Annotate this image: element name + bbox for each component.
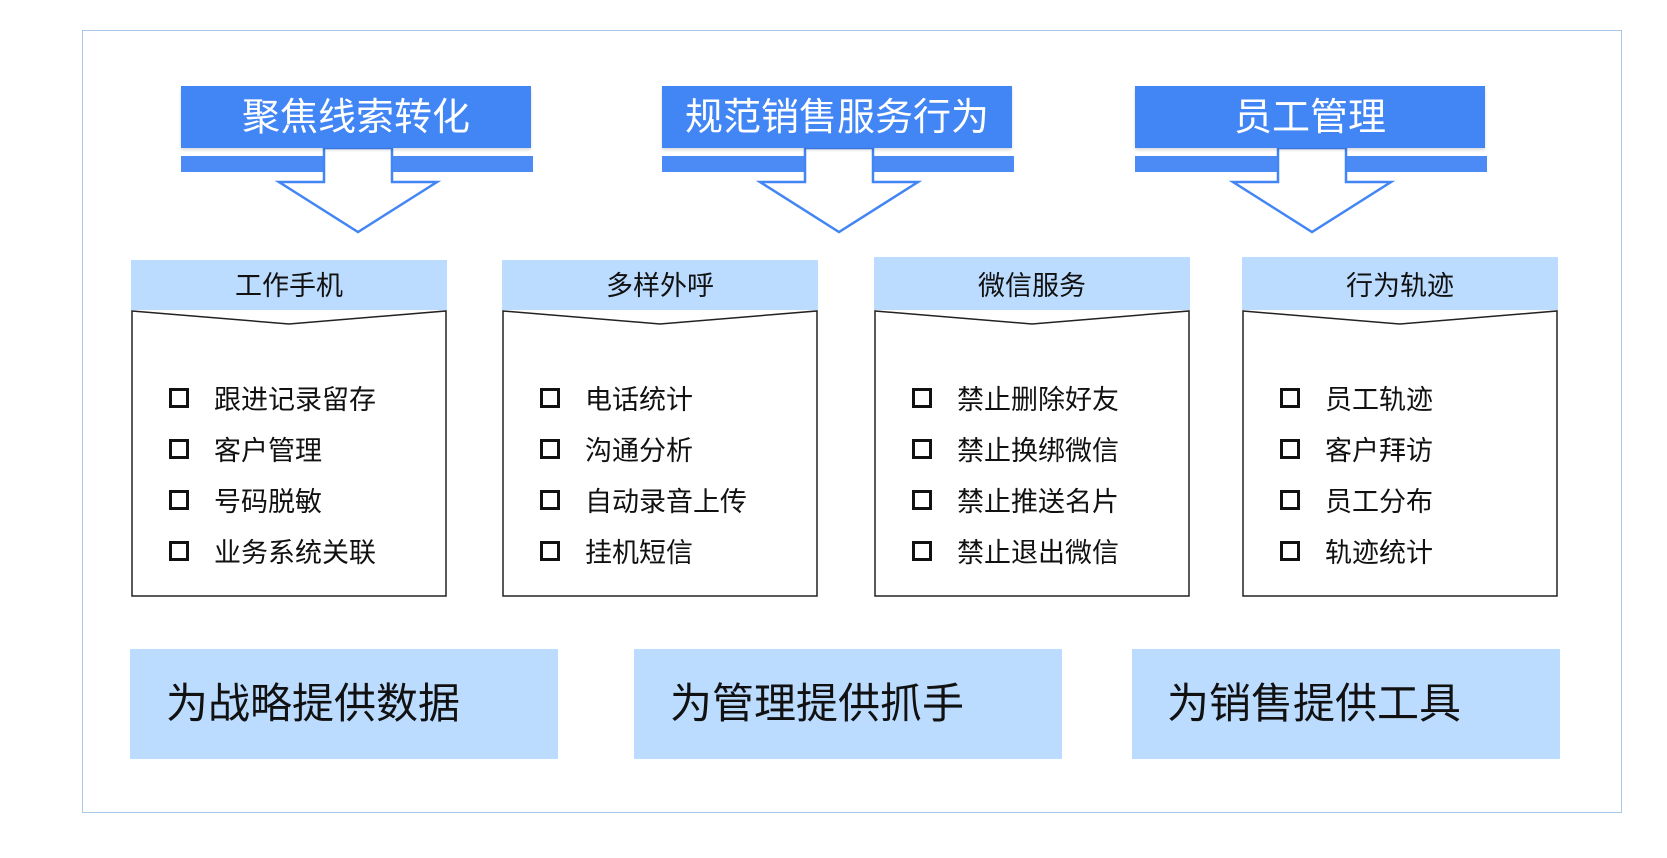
checkbox-icon <box>1280 387 1300 408</box>
card-outbound-call: 多样外呼 电话统计 沟通分析 自动录音上传 挂机短信 <box>502 260 818 597</box>
header-block-1: 聚焦线索转化 <box>181 86 533 236</box>
diagram-frame <box>82 30 1622 813</box>
list-item: 自动录音上传 <box>540 474 747 525</box>
list-item: 禁止删除好友 <box>912 372 1119 423</box>
card-body-shape <box>502 310 818 597</box>
list-item: 挂机短信 <box>540 525 747 576</box>
header-block-2: 规范销售服务行为 <box>662 86 1014 236</box>
card-item-list: 禁止删除好友 禁止换绑微信 禁止推送名片 禁止退出微信 <box>912 372 1119 576</box>
card-body-shape <box>874 310 1190 597</box>
list-item: 客户拜访 <box>1280 423 1433 474</box>
card-title: 工作手机 <box>131 260 447 310</box>
list-item: 沟通分析 <box>540 423 747 474</box>
checkbox-icon <box>169 540 189 561</box>
header-title-1: 聚焦线索转化 <box>181 86 531 148</box>
list-item: 电话统计 <box>540 372 747 423</box>
card-title: 行为轨迹 <box>1242 257 1558 310</box>
list-item: 禁止推送名片 <box>912 474 1119 525</box>
card-behavior-track: 行为轨迹 员工轨迹 客户拜访 员工分布 轨迹统计 <box>1242 257 1558 597</box>
header-title-3: 员工管理 <box>1135 86 1485 148</box>
down-arrow-icon <box>181 146 533 234</box>
card-title: 微信服务 <box>874 257 1190 310</box>
checkbox-icon <box>169 489 189 510</box>
list-item: 跟进记录留存 <box>169 372 376 423</box>
outcome-box-sales: 为销售提供工具 <box>1132 649 1560 759</box>
list-item: 业务系统关联 <box>169 525 376 576</box>
card-body-shape <box>131 310 447 597</box>
card-item-list: 跟进记录留存 客户管理 号码脱敏 业务系统关联 <box>169 372 376 576</box>
list-item: 员工轨迹 <box>1280 372 1433 423</box>
checkbox-icon <box>912 438 932 459</box>
list-item: 号码脱敏 <box>169 474 376 525</box>
checkbox-icon <box>540 438 560 459</box>
checkbox-icon <box>540 489 560 510</box>
checkbox-icon <box>169 438 189 459</box>
checkbox-icon <box>540 540 560 561</box>
card-item-list: 电话统计 沟通分析 自动录音上传 挂机短信 <box>540 372 747 576</box>
header-title-2: 规范销售服务行为 <box>662 86 1012 148</box>
checkbox-icon <box>912 540 932 561</box>
outcome-box-management: 为管理提供抓手 <box>634 649 1062 759</box>
card-work-phone: 工作手机 跟进记录留存 客户管理 号码脱敏 业务系统关联 <box>131 260 447 597</box>
list-item: 客户管理 <box>169 423 376 474</box>
list-item: 禁止换绑微信 <box>912 423 1119 474</box>
down-arrow-icon <box>662 146 1014 234</box>
card-body-shape <box>1242 310 1558 597</box>
card-title: 多样外呼 <box>502 260 818 310</box>
checkbox-icon <box>169 387 189 408</box>
checkbox-icon <box>540 387 560 408</box>
header-block-3: 员工管理 <box>1135 86 1487 236</box>
list-item: 员工分布 <box>1280 474 1433 525</box>
list-item: 禁止退出微信 <box>912 525 1119 576</box>
checkbox-icon <box>1280 489 1300 510</box>
checkbox-icon <box>1280 540 1300 561</box>
checkbox-icon <box>912 387 932 408</box>
checkbox-icon <box>912 489 932 510</box>
outcome-box-data: 为战略提供数据 <box>130 649 558 759</box>
list-item: 轨迹统计 <box>1280 525 1433 576</box>
down-arrow-icon <box>1135 146 1487 234</box>
card-item-list: 员工轨迹 客户拜访 员工分布 轨迹统计 <box>1280 372 1433 576</box>
checkbox-icon <box>1280 438 1300 459</box>
card-wechat-service: 微信服务 禁止删除好友 禁止换绑微信 禁止推送名片 禁止退出微信 <box>874 257 1190 597</box>
